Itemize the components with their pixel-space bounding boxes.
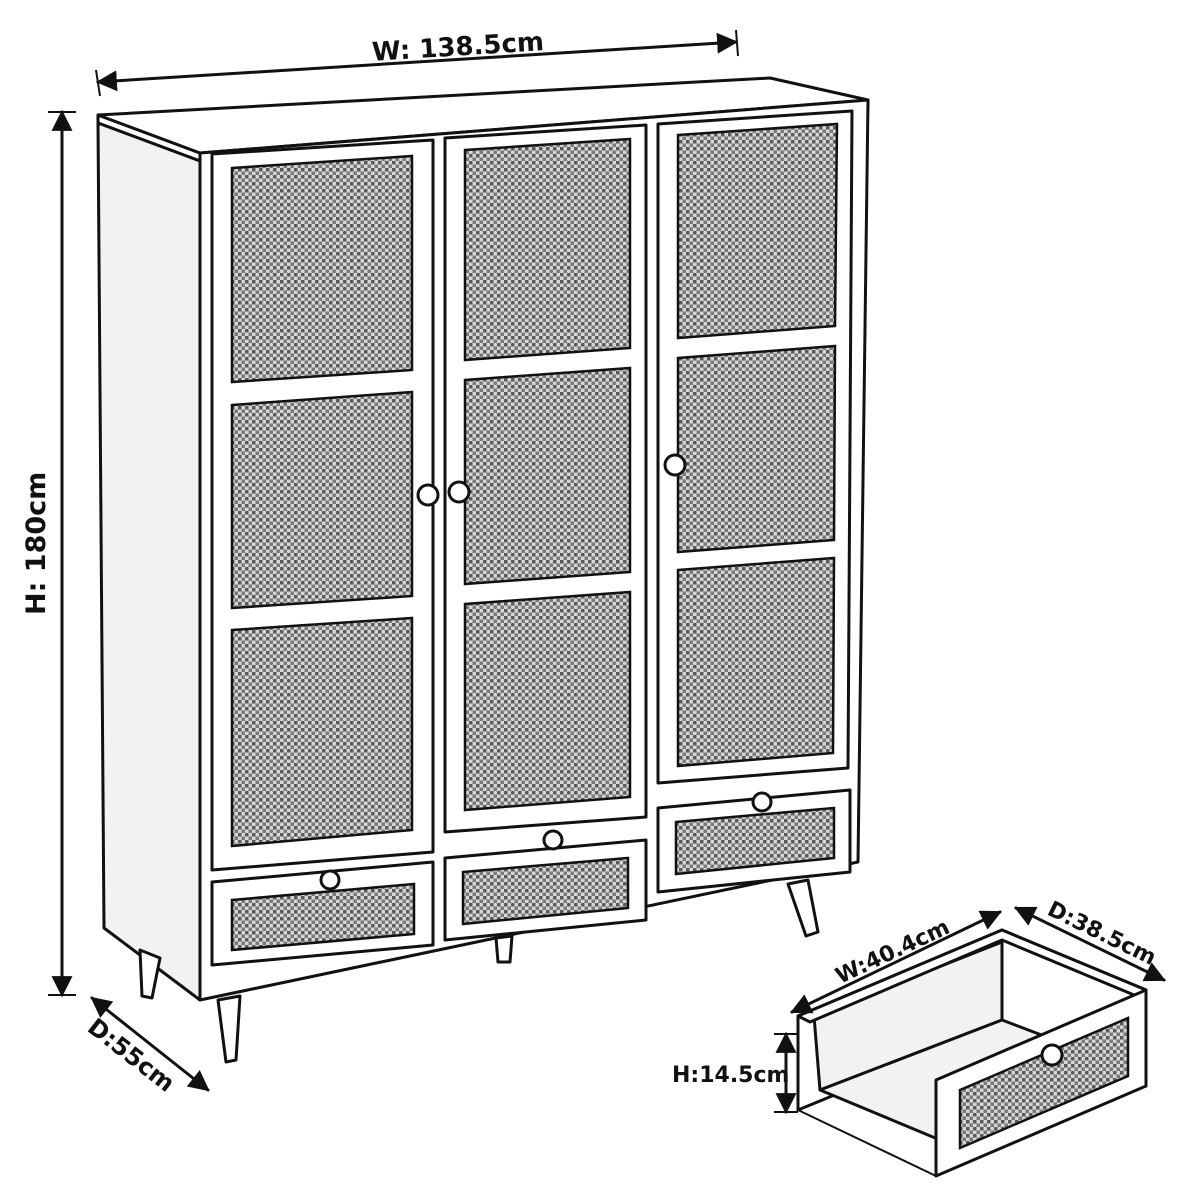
right-door-knob [663, 453, 687, 477]
depth-dimension-line [90, 996, 210, 1092]
left-door-cane-mid [230, 390, 414, 610]
width-tick-right [735, 29, 739, 57]
leg-back-left [138, 948, 162, 1000]
dimension-lines [48, 29, 739, 1092]
width-label: W: 138.5cm [371, 27, 545, 68]
drawer-middle-knob [542, 829, 564, 851]
left-door-cane-bottom [230, 616, 414, 848]
leg-front-right [786, 878, 820, 938]
drawer-middle-cane [461, 856, 630, 926]
left-door-knob [416, 483, 440, 507]
drawer-detail-front-cane [958, 1016, 1130, 1150]
right-door-cane-mid [676, 344, 837, 554]
drawer-detail-knob [1040, 1043, 1064, 1067]
right-door-cane-bottom [676, 556, 836, 768]
drawer-left-cane [230, 882, 416, 952]
height-label: H: 180cm [21, 472, 52, 615]
drawer-left-knob [319, 869, 341, 891]
drawer-right-knob [751, 791, 773, 813]
middle-door-cane-top [463, 137, 632, 362]
drawer-width-dimension-line [790, 910, 1002, 1014]
width-dimension-line [95, 32, 739, 92]
width-tick-left [95, 69, 101, 97]
right-door-cane-top [676, 122, 839, 340]
wardrobe [96, 76, 870, 1064]
drawer-depth-dimension-line [1014, 906, 1166, 982]
middle-door-knob [447, 480, 471, 504]
middle-door-cane-mid [463, 366, 632, 586]
drawer-right-cane [674, 806, 836, 876]
wardrobe-left-side [96, 121, 202, 1002]
drawer-detail-left-bottom-edge [797, 1109, 937, 1177]
leg-middle [494, 934, 514, 964]
middle-door-cane-bottom [463, 590, 632, 812]
leg-front-left [216, 994, 242, 1064]
left-door-cane-top [230, 154, 414, 384]
drawer-detail [774, 906, 1166, 1178]
drawer-height-label: H:14.5cm [672, 1063, 789, 1088]
